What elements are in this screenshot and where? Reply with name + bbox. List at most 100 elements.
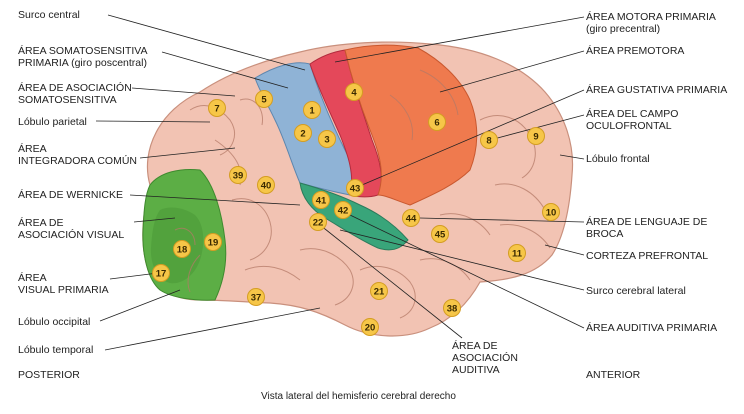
brodmann-area-7-badge: 7 [208,99,226,117]
brodmann-area-10-number: 10 [546,208,557,219]
gyrus-fold-13 [419,69,459,116]
leader-line-2 [161,51,289,89]
brodmann-area-6-badge: 6 [428,113,446,131]
leader-line-7 [133,217,176,223]
brodmann-area-17-number: 17 [156,269,167,280]
brodmann-area-39-circle [229,166,247,184]
label-lobulo-frontal: Lóbulo frontal [586,153,650,165]
label-surco-lateral: Surco cerebral lateral [586,285,686,297]
brodmann-area-2-badge: 2 [294,124,312,142]
label-area-integradora: ÁREA INTEGRADORA COMÚN [18,143,138,167]
brodmann-area-17-badge: 17 [152,264,170,282]
leader-line-6 [129,194,301,206]
brodmann-area-43-circle [346,179,364,197]
brodmann-area-1-circle [303,101,321,119]
label-lobulo-occipital: Lóbulo occipital [18,316,91,328]
brodmann-area-37-number: 37 [251,293,262,304]
brodmann-area-41-number: 41 [316,196,327,207]
leader-line-5 [139,147,236,159]
label-lobulo-parietal: Lóbulo parietal [18,116,87,128]
orientation-posterior: POSTERIOR [18,369,80,381]
brodmann-area-1-badge: 1 [303,101,321,119]
brodmann-area-40-number: 40 [261,181,272,192]
brodmann-area-39-number: 39 [233,171,244,182]
brodmann-area-41-badge: 41 [312,191,330,209]
label-area-oculofrontal: ÁREA DEL CAMPO OCULOFRONTAL [586,108,679,132]
brodmann-area-19-number: 19 [208,238,219,249]
brodmann-area-40-badge: 40 [257,176,275,194]
leader-line-8 [109,272,159,280]
brodmann-area-44-number: 44 [406,214,417,225]
brodmann-area-45-number: 45 [435,230,446,241]
leader-line-9 [99,289,181,322]
label-area-broca: ÁREA DE LENGUAJE DE BROCA [586,216,708,240]
brodmann-area-20-number: 20 [365,323,376,334]
gyrus-fold-4 [231,198,272,261]
leader-line-1 [107,14,306,71]
brodmann-area-17-circle [152,264,170,282]
brodmann-area-3-circle [318,130,336,148]
brodmann-area-1-number: 1 [309,106,315,117]
leader-line-11 [334,16,585,63]
gyrus-fold-16 [174,227,196,246]
brodmann-area-43-number: 43 [350,184,361,195]
brodmann-area-8-circle [480,131,498,149]
brodmann-area-38-badge: 38 [443,299,461,317]
brodmann-area-38-number: 38 [447,304,458,315]
leader-line-18 [339,229,585,291]
brodmann-area-7-number: 7 [214,104,219,115]
label-area-asociacion-visual: ÁREA DE ASOCIACIÓN VISUAL [18,217,125,241]
brodmann-area-39-badge: 39 [229,166,247,184]
leader-line-12 [439,50,585,93]
leader-line-20 [319,224,463,339]
brodmann-area-21-circle [370,282,388,300]
brodmann-area-19-badge: 19 [204,233,222,251]
gyrus-fold-11 [499,223,551,249]
label-surco-central: Surco central [18,9,80,21]
brodmann-area-6-circle [428,113,446,131]
leader-line-13 [354,89,585,189]
brodmann-area-5-number: 5 [261,95,267,106]
brodmann-area-4-circle [345,83,363,101]
leader-line-3 [131,87,236,97]
gyrus-fold-15 [187,254,201,293]
brodmann-area-11-number: 11 [512,249,523,260]
figure-caption: Vista lateral del hemisferio cerebral de… [261,391,456,402]
brodmann-area-42-circle [334,201,352,219]
premotor-region [344,44,478,206]
brodmann-area-5-circle [255,90,273,108]
gyrus-fold-6 [299,248,354,306]
brodmann-area-21-badge: 21 [370,282,388,300]
brodmann-area-22-circle [309,213,327,231]
gyrus-fold-5 [244,265,301,281]
brodmann-area-20-circle [361,318,379,336]
label-area-wernicke: ÁREA DE WERNICKE [18,189,124,201]
brodmann-area-7-circle [208,99,226,117]
brodmann-area-22-number: 22 [313,218,324,229]
brodmann-area-8-badge: 8 [480,131,498,149]
brodmann-area-44-badge: 44 [402,209,420,227]
gyrus-fold-14 [389,94,414,141]
brodmann-area-6-number: 6 [434,118,439,129]
brodmann-area-5-badge: 5 [255,90,273,108]
brodmann-area-18-badge: 18 [173,240,191,258]
label-area-asociacion-somatosensitiva: ÁREA DE ASOCIACIÓN SOMATOSENSITIVA [18,82,132,106]
label-area-motora: ÁREA MOTORA PRIMARIA (giro precentral) [586,11,716,35]
gyrus-fold-12 [439,213,491,236]
orientation-anterior: ANTERIOR [586,369,641,381]
brodmann-area-3-number: 3 [324,135,329,146]
brodmann-area-9-circle [527,127,545,145]
gyrus-fold-10 [494,183,546,211]
brodmann-area-10-circle [542,203,560,221]
leader-line-19 [349,214,585,329]
brodmann-area-37-circle [247,288,265,306]
gyrus-fold-7 [359,266,416,319]
leader-line-17 [544,244,585,256]
brodmann-area-41-circle [312,191,330,209]
leader-line-16 [419,217,585,223]
label-area-gustativa: ÁREA GUSTATIVA PRIMARIA [586,84,728,96]
brodmann-area-11-badge: 11 [508,244,526,262]
brodmann-area-18-circle [173,240,191,258]
label-area-visual-primaria: ÁREA VISUAL PRIMARIA [18,272,109,296]
